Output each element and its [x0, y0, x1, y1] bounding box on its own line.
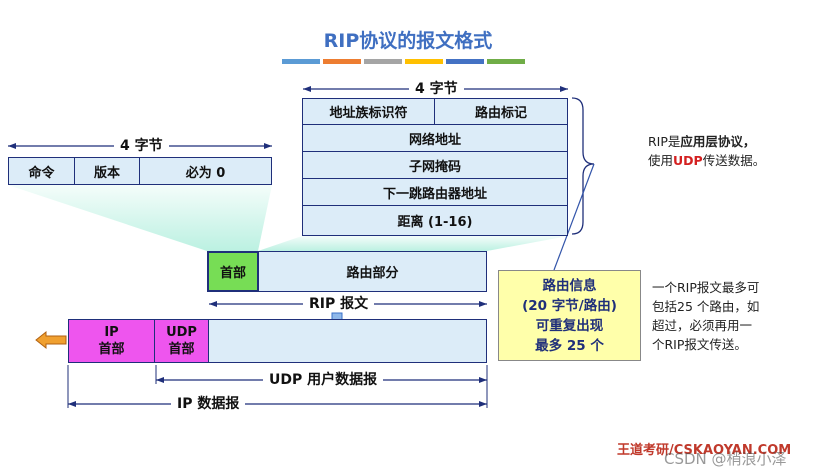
- route-entry-width-label: 4 字节: [409, 81, 464, 97]
- arrow-head: [479, 401, 487, 407]
- rip-note-suffix: 传送数据。: [702, 153, 766, 168]
- title-underline-segment: [405, 59, 443, 64]
- arrow-head: [156, 377, 164, 383]
- rip-header-block: 首部: [207, 251, 259, 292]
- watermark: CSDN @梢浪小泽: [664, 450, 787, 468]
- max-routes-line-1: 一个RIP报文最多可: [652, 280, 760, 295]
- arrow-head: [68, 401, 76, 407]
- rip-message-label: RIP 报文: [303, 296, 375, 312]
- route-info-box: 路由信息 (20 字节/路由) 可重复出现 最多 25 个: [498, 270, 641, 361]
- route-info-line-3: 可重复出现: [535, 317, 604, 334]
- ip-datagram-label: IP 数据报: [171, 396, 246, 412]
- route-info-line-4: 最多 25 个: [535, 337, 604, 354]
- rip-protocol-note: RIP是应用层协议， 使用UDP传送数据。: [648, 132, 765, 170]
- ip-header-block: IP 首部: [68, 319, 155, 363]
- udp-header-line-2: 首部: [168, 342, 195, 357]
- ip-header-line-1: IP: [104, 325, 119, 340]
- route-tag-field: 路由标记: [434, 98, 568, 125]
- version-field: 版本: [74, 157, 140, 185]
- max-routes-line-2: 包括25 个路由，如: [652, 299, 760, 314]
- network-address-field: 网络地址: [302, 124, 568, 152]
- title-underline-segment: [446, 59, 484, 64]
- route-expand-funnel: [258, 236, 568, 251]
- subnet-mask-field: 子网掩码: [302, 151, 568, 179]
- rip-note-line-1: RIP是应用层协议，: [648, 132, 765, 151]
- rip-note-use: 使用: [648, 153, 674, 168]
- route-info-line-2: (20 字节/路由): [522, 297, 617, 314]
- must-be-zero-field: 必为 0: [139, 157, 272, 185]
- arrow-head: [303, 86, 311, 92]
- next-hop-field: 下一跳路由器地址: [302, 178, 568, 206]
- title-underline-segment: [282, 59, 320, 64]
- rip-note-prefix: RIP是: [648, 134, 681, 149]
- max-routes-line-3: 超过，必须再用一: [652, 318, 753, 333]
- left-arrow-icon: [35, 330, 67, 350]
- address-family-field: 地址族标识符: [302, 98, 435, 125]
- arrow-head: [8, 143, 16, 149]
- udp-header-line-1: UDP: [166, 325, 197, 340]
- page-title: RIP协议的报文格式: [323, 30, 493, 52]
- arrow-head: [560, 86, 568, 92]
- ip-header-line-2: 首部: [98, 342, 125, 357]
- udp-header-block: UDP 首部: [154, 319, 209, 363]
- rip-note-line-2: 使用UDP传送数据。: [648, 151, 765, 170]
- title-underline-segment: [487, 59, 525, 64]
- title-underline-segment: [323, 59, 361, 64]
- arrow-head: [479, 301, 487, 307]
- brace-connector-line: [553, 163, 595, 271]
- distance-field: 距离 (1-16): [302, 205, 568, 236]
- header-expand-funnel: [8, 185, 272, 251]
- rip-note-app-layer: 应用层协议，: [680, 134, 756, 149]
- udp-datagram-label: UDP 用户数据报: [263, 372, 384, 388]
- header-width-label: 4 字节: [114, 138, 169, 154]
- max-routes-line-4: 个RIP报文传送。: [652, 337, 747, 352]
- arrow-head: [479, 377, 487, 383]
- title-underline-segment: [364, 59, 402, 64]
- max-routes-note: 一个RIP报文最多可 包括25 个路由，如 超过，必须再用一 个RIP报文传送。: [652, 278, 759, 354]
- routing-part-block: 路由部分: [258, 251, 487, 292]
- udp-payload-block: [208, 319, 487, 363]
- arrow-head: [209, 301, 217, 307]
- route-info-line-1: 路由信息: [542, 277, 597, 294]
- command-field: 命令: [8, 157, 75, 185]
- brand-footer: 王道考研/CSKAOYAN.COM: [617, 443, 792, 458]
- rip-note-udp: UDP: [673, 153, 703, 168]
- arrow-head: [264, 143, 272, 149]
